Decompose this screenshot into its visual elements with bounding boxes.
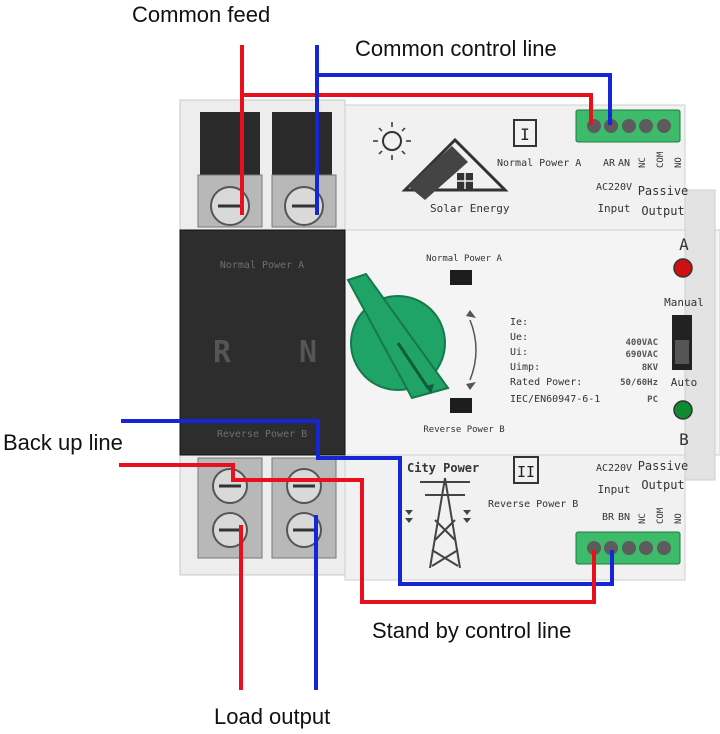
common-feed-wire (240, 45, 593, 125)
module-b-roman-box (513, 456, 539, 484)
cover-bottom-label: Reverse Power B (217, 429, 307, 440)
module-b-output-label: Output (641, 478, 684, 492)
module-b-term-com: COM (656, 507, 666, 524)
spec-value: 8KV (642, 363, 659, 373)
handle-lever[interactable] (346, 272, 450, 400)
common-control-line-callout: Common control line (355, 36, 557, 61)
module-a-passive-label: Passive (638, 184, 689, 198)
module-b-input-label: Input (597, 483, 630, 496)
indicator-b-letter: B (679, 430, 689, 449)
back-up-line-callout: Back up line (3, 430, 123, 455)
top-terminals (197, 174, 337, 228)
power-pylon-icon (420, 477, 470, 569)
wires (119, 45, 614, 690)
module-b-term-br: BR (602, 512, 615, 523)
module-a-power-label: Normal Power A (497, 158, 581, 169)
black-cover: Normal Power A R N Reverse Power B (179, 229, 346, 456)
spec-value: 690VAC (625, 350, 658, 360)
spec-key: Rated Power: (510, 377, 582, 388)
module-a-roman-box (513, 119, 537, 147)
common-feed-callout: Common feed (132, 2, 271, 27)
manual-label: Manual (664, 296, 704, 309)
arrow-marks-icon (405, 510, 471, 523)
module-a-roman: I (520, 125, 530, 144)
pole-letter-n: N (299, 335, 317, 370)
spec-value: PC (647, 395, 658, 405)
spec-value: 400VAC (625, 338, 658, 348)
common-control-wire (315, 45, 612, 125)
backup-blue-wire (121, 419, 614, 586)
module-b-input-voltage: AC220V (596, 463, 632, 474)
module-b-power-label: Reverse Power B (488, 499, 578, 510)
center-panel: Normal Power A Reverse Power B Ie: Ue: U… (423, 235, 704, 449)
window-top-label: Normal Power A (426, 254, 502, 264)
module-b-term-no: NO (674, 513, 684, 524)
module-a-term-no: NO (674, 157, 684, 168)
spec-key: Ue: (510, 332, 528, 343)
module-b-roman: II (517, 463, 535, 481)
spec-key: Uimp: (510, 362, 540, 373)
sun-icon (373, 122, 411, 160)
module-a-brand: Solar Energy (430, 202, 510, 215)
solar-house-icon (401, 137, 509, 200)
indicator-a-letter: A (679, 235, 689, 254)
terminal-slot-1 (200, 112, 260, 182)
module-b-term-bn: BN (618, 512, 630, 523)
indicator-a-led (673, 258, 693, 278)
stand-by-control-line-callout: Stand by control line (372, 618, 572, 643)
module-a-term-com: COM (656, 151, 666, 168)
spec-value: 50/60Hz (620, 378, 658, 388)
module-b-term-nc: NC (638, 513, 648, 524)
status-window-a (450, 270, 472, 285)
module-a: I Solar Energy Normal Power A (373, 109, 689, 218)
module-a-input-label: Input (597, 202, 630, 215)
module-a-input-voltage: AC220V (596, 182, 632, 193)
module-a-term-ar: AR (603, 158, 616, 169)
status-window-b (450, 398, 472, 413)
rotate-arrow-icon (469, 319, 477, 381)
module-a-term-nc: NC (638, 157, 648, 168)
backup-red-wire (119, 463, 596, 604)
pole-letter-r: R (213, 335, 232, 370)
cover-plate (179, 229, 346, 456)
rotary-handle[interactable] (346, 272, 450, 400)
module-a-output-label: Output (641, 204, 684, 218)
module-b: II City Power Reverse Power B AC220V Inp… (405, 456, 689, 569)
cover-top-label: Normal Power A (220, 260, 304, 271)
module-b-passive-label: Passive (638, 459, 689, 473)
module-a-term-an: AN (618, 158, 630, 169)
terminal-slot-2 (272, 112, 332, 182)
module-b-brand: City Power (407, 461, 479, 475)
spec-key: Ie: (510, 317, 528, 328)
load-output-callout: Load output (214, 704, 331, 729)
auto-label: Auto (671, 376, 698, 389)
spec-key: Ui: (510, 347, 528, 358)
indicator-b-led (673, 400, 693, 420)
spec-block: Ie: Ue: Ui: Uimp: Rated Power: IEC/EN609… (510, 317, 659, 405)
spec-key: IEC/EN60947-6-1 (510, 394, 600, 405)
bottom-terminals (197, 457, 337, 559)
module-b-terminal-screws (587, 541, 671, 555)
window-bottom-label: Reverse Power B (423, 425, 504, 435)
